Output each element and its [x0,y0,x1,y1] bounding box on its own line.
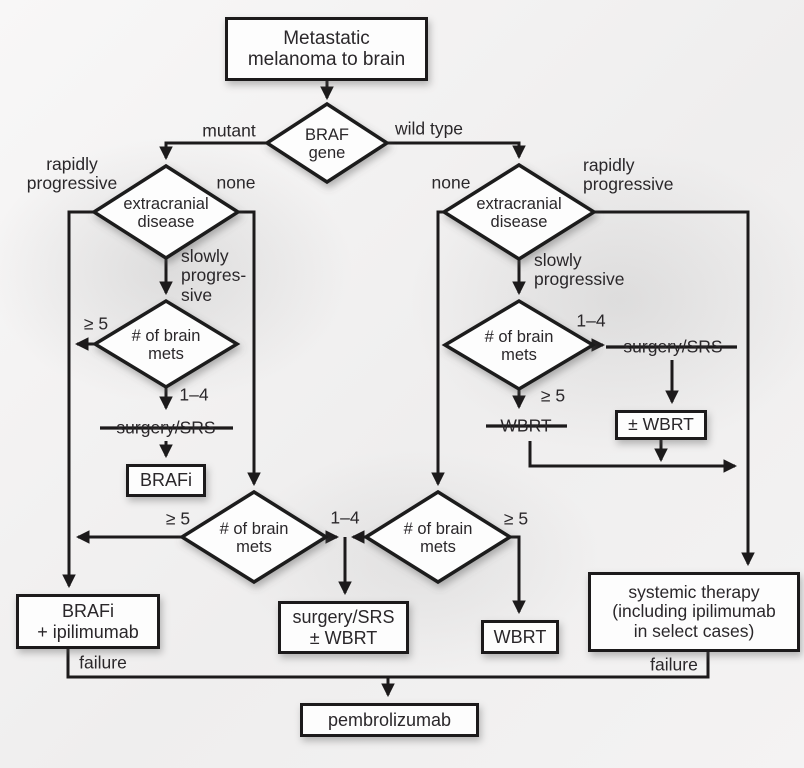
diamond-brain-mets-center-left [178,489,330,585]
diamond-braf-gene [263,101,391,185]
label-failure-right: failure [650,654,698,675]
label-1-4-upper-right: 1–4 [576,310,606,331]
label-ge5-center-right: ≥ 5 [503,508,529,529]
edge-center-right-ge5 [510,535,526,615]
node-pembrolizumab: pembrolizumab [300,703,479,737]
edge-right-none [431,210,445,487]
edge-left-rapidly-progressive [62,210,94,589]
label-wild-type: wild type [394,118,464,139]
decision-diamonds [90,101,598,585]
label-ge5-center-left: ≥ 5 [165,508,191,529]
label-ge5-upper-left: ≥ 5 [83,313,109,334]
diamond-label-brain-mets-center-right: # of brain mets [403,519,473,556]
label-rapidly-progressive-right: rapidly progressive [583,155,674,195]
node-brafi: BRAFi [126,464,206,497]
label-mutant: mutant [202,120,256,141]
diamond-brain-mets-center-right [362,489,514,585]
edge-wild-type [387,141,526,160]
diamond-label-brain-mets-upper-right: # of brain mets [484,327,554,364]
label-none-left: none [216,172,256,193]
struck-surgery-srs-right: surgery/SRS [623,336,723,357]
label-failure-left: failure [79,652,127,673]
node-wbrt: WBRT [481,620,559,654]
label-1-4-center: 1–4 [330,507,360,528]
edge-mutant [159,141,267,161]
diamond-label-brain-mets-center-left: # of brain mets [219,519,289,556]
diamond-brain-mets-upper-right [441,298,597,392]
label-ge5-right: ≥ 5 [540,385,566,406]
label-none-right: none [431,172,471,193]
edge-left-none [238,210,261,487]
node-systemic-therapy: systemic therapy (including ipilimumab i… [588,572,800,652]
edge-right-rapidly-progressive [594,210,755,567]
diamond-extracranial-left [90,163,242,261]
label-slowly-progressive-right: slowly progressive [534,250,625,290]
edge-wbrt-struck-to-systemic [528,441,738,473]
node-start: Metastatic melanoma to brain [225,17,428,81]
label-rapidly-progressive-left: rapidly progressive [26,153,118,193]
node-brafi-ipilimumab: BRAFi + ipilimumab [16,594,160,649]
diamond-brain-mets-upper-left [91,298,241,390]
diamond-label-brain-mets-upper-left: # of brain mets [131,326,201,363]
node-surgery-srs-wbrt: surgery/SRS ± WBRT [278,601,409,654]
struck-surgery-srs-left: surgery/SRS [116,417,216,438]
diamond-extracranial-right [440,162,598,262]
label-1-4-left: 1–4 [179,384,209,405]
node-plus-minus-wbrt: ± WBRT [615,410,707,440]
label-slowly-progressive-left: slowly progres- sive [181,246,247,305]
struck-wbrt: WBRT [500,415,552,436]
edges [62,80,755,698]
diamond-label-extracranial-left: extracranial disease [123,194,209,231]
diamond-label-braf-gene: BRAF gene [304,125,350,162]
diamond-label-extracranial-right: extracranial disease [476,194,562,231]
